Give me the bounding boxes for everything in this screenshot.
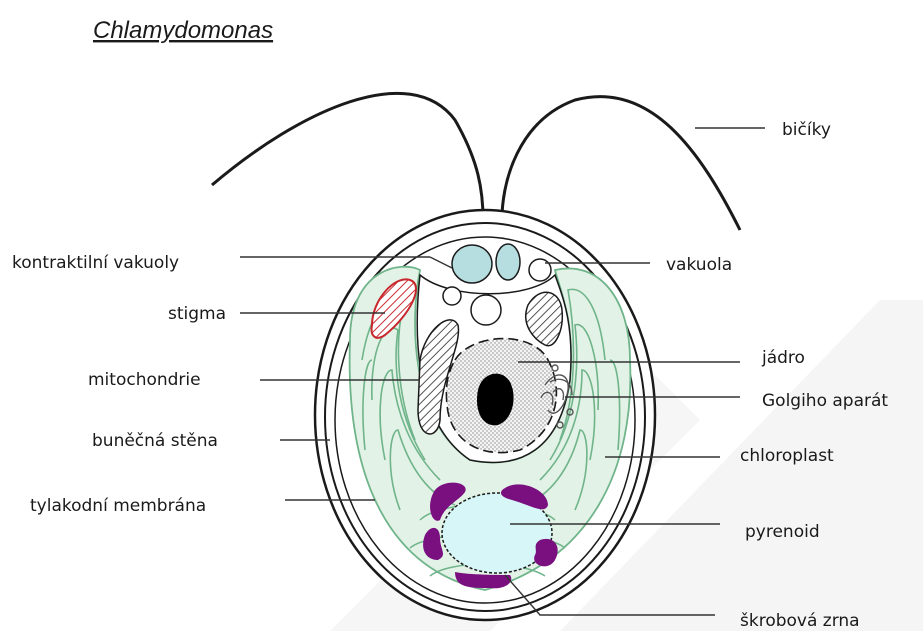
label-chloroplast: chloroplast [740, 446, 834, 466]
contractile-vacuole-2 [496, 244, 520, 280]
label-nucleus: jádro [761, 348, 805, 368]
label-mitochondria: mitochondrie [88, 370, 201, 390]
label-flagella: bičíky [782, 120, 831, 140]
vacuole-small [443, 287, 461, 305]
label-starch: škrobová zrna [740, 611, 860, 631]
nucleus [446, 339, 556, 453]
label-thylakoid: tylakodní membrána [30, 496, 206, 516]
label-stigma: stigma [168, 304, 226, 324]
label-contractile-vacuoles: kontraktilní vakuoly [12, 253, 179, 273]
diagram-title: Chlamydomonas [93, 17, 273, 44]
vacuole-medium [471, 295, 501, 325]
label-pyrenoid: pyrenoid [745, 522, 820, 542]
label-vacuole: vakuola [666, 255, 732, 275]
contractile-vacuole-1 [452, 245, 492, 283]
label-golgi: Golgiho aparát [762, 391, 888, 411]
label-cell-wall: buněčná stěna [92, 431, 218, 451]
